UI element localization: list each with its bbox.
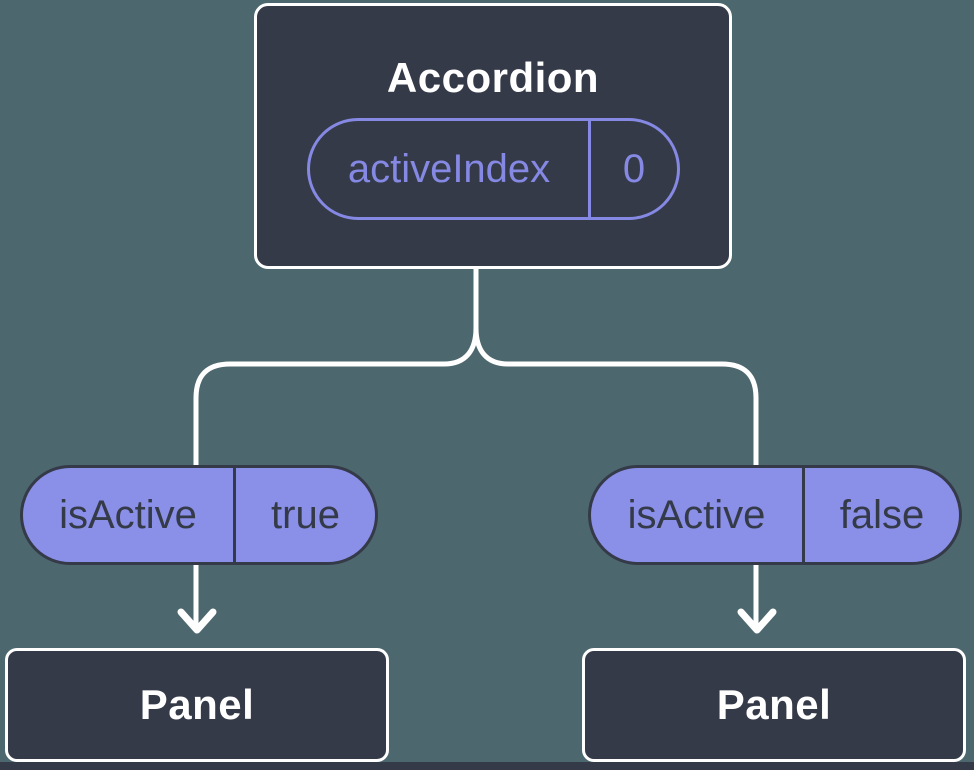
prop-pill-name: isActive — [627, 492, 766, 537]
left-branch-line — [193, 325, 479, 631]
active-index-state-pill: activeIndex 0 — [307, 118, 680, 220]
panel-node-title: Panel — [139, 681, 255, 728]
panel-node-title: Panel — [716, 681, 832, 728]
panel-node-right: Panel — [582, 648, 966, 762]
prop-pill-value: true — [271, 492, 340, 537]
accordion-node-title: Accordion — [386, 54, 600, 101]
right-arrowhead-icon — [737, 608, 777, 634]
panel-node-left: Panel — [5, 648, 389, 762]
left-arrowhead-icon — [177, 608, 217, 634]
prop-pill-divider — [233, 468, 236, 562]
is-active-true-prop-pill: isActive true — [20, 465, 378, 565]
accordion-node: Accordion activeIndex 0 — [254, 3, 732, 269]
state-pill-divider — [588, 121, 591, 217]
is-active-false-prop-pill: isActive false — [588, 465, 962, 565]
right-branch-line — [473, 325, 759, 631]
prop-pill-divider — [802, 468, 805, 562]
bottom-edge-strip — [0, 762, 974, 770]
prop-pill-value: false — [839, 492, 925, 537]
prop-pill-name: isActive — [59, 492, 197, 537]
state-pill-value: 0 — [622, 146, 646, 191]
state-pill-name: activeIndex — [347, 146, 551, 191]
